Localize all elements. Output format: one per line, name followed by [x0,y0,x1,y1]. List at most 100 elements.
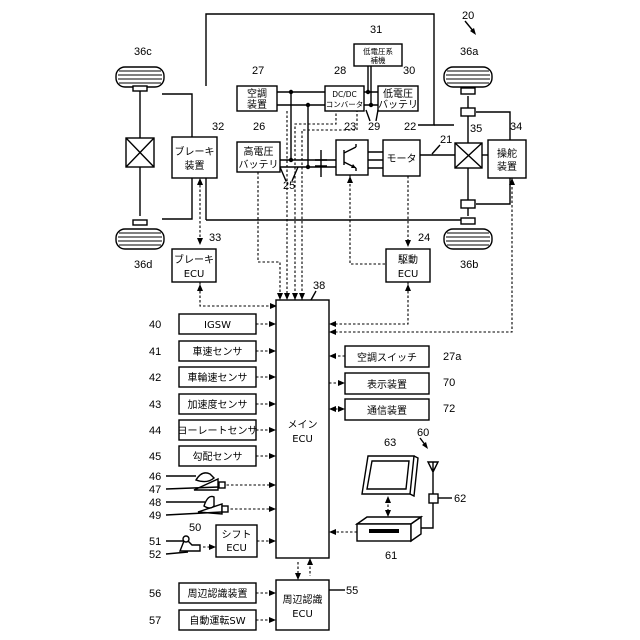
aircon-switch-label: 空調スイッチ [357,351,417,364]
ref-60: 60 [417,427,429,439]
arrowhead [269,374,276,380]
brake-device-label-2: 装置 [185,159,205,172]
drive-ecu-label-1: 駆動 [398,253,418,266]
ref-34: 34 [510,121,522,133]
ref-27a: 27a [443,351,462,363]
ref-46: 46 [149,471,161,483]
ref-30: 30 [403,65,415,77]
brake-ecu-label-2: ECU [184,269,205,280]
arrowhead [329,529,336,535]
arrowhead [269,401,276,407]
dcdc-converter-label-1: DC/DC [332,90,357,99]
ref-31: 31 [370,24,382,36]
wheel-36a [444,67,492,87]
bus-verticals-b [291,142,308,167]
aircon-device-label-1: 空調 [247,87,267,100]
arrowhead [269,506,276,512]
ref-21-leader [432,145,440,154]
gradient-sensor-label: 勾配センサ [193,450,243,463]
junction-dot [366,90,370,94]
antenna-icon [428,462,438,494]
gps-receiver [429,494,438,503]
navi-slot [369,529,399,533]
arrowhead [307,558,313,565]
wire-36d-brake [162,177,192,219]
junction-dot [306,165,310,169]
arrowhead [284,293,290,300]
igsw-label: IGSW [204,320,231,331]
ref-27: 27 [252,65,264,77]
arrowhead [329,406,336,412]
shift-ecu-label-2: ECU [226,543,247,554]
lv-auxiliary-label-1: 低電圧系 [363,46,393,56]
arrowhead [269,348,276,354]
arrowhead [329,353,336,359]
arrowhead [269,427,276,433]
arrowhead [338,380,345,386]
pedal-sensor [222,506,228,512]
arrowhead [338,406,345,412]
arrowhead [197,238,203,245]
signal-drive-ecu-main [330,282,408,324]
ref-42: 42 [149,372,161,384]
ref-28: 28 [334,65,346,77]
ref-44: 44 [149,425,161,437]
ref-63: 63 [384,437,396,449]
gps-wire [421,503,433,528]
ref-49: 49 [149,510,161,522]
ref-29: 29 [368,121,380,133]
ref-72: 72 [443,403,455,415]
ref-22: 22 [404,121,416,133]
signal-brake-ecu-main [200,282,276,306]
shift-knob [183,536,189,542]
ref-24: 24 [418,232,430,244]
arrowhead [209,544,216,550]
lv-aux-wires [368,66,371,105]
yaw-rate-sensor-label: ヨーレートセンサ [178,425,258,437]
shift-lever-icon [180,541,200,551]
acceleration-sensor-label: 加速度センサ [188,398,248,411]
ref-21: 21 [440,134,452,146]
signal-hv-battery [258,172,280,298]
ref-23: 23 [344,121,356,133]
peripheral-recognition-ecu-label-1: 周辺認識 [283,593,323,606]
steering-device-label-1: 操舵 [497,147,517,160]
arrowhead [269,538,276,544]
arrowhead [197,284,203,291]
hv-battery-label-2: バッテリ [239,159,279,171]
lv-battery-label-2: バッテリ [378,99,418,111]
ref-52: 52 [149,549,161,561]
sensor-block [461,200,475,208]
wheel-speed-sensor-label: 車輪速センサ [188,371,248,384]
ref-35: 35 [470,123,482,135]
auto-drive-sw-label: 自動運転SW [189,614,245,627]
ref-70: 70 [443,377,455,389]
drive-ecu-label-2: ECU [398,269,419,280]
signal-dcdc [295,111,336,300]
ref-45: 45 [149,451,161,463]
ref-29-leader [366,110,378,121]
arrowhead [269,590,276,596]
motor-label: モータ [387,153,417,165]
lv-battery-label-1: 低電圧 [383,87,413,100]
hv-battery-label-1: 高電圧 [244,145,274,158]
steering-lower-link [476,178,510,204]
ref-47: 47 [149,484,161,496]
arrowhead [197,178,203,185]
junction-dot [289,90,293,94]
arrowhead [292,293,298,300]
ref-41: 41 [149,346,161,358]
brake-pedal-icon [204,496,214,508]
ref-26: 26 [253,121,265,133]
bus-verticals-a [291,92,308,142]
arrowhead [299,293,305,300]
ref-36d: 36d [134,259,152,271]
arrowhead [269,617,276,623]
junction-dot [306,103,310,107]
vehicle-speed-sensor-label: 車速センサ [193,345,243,358]
arrowhead [295,573,301,580]
ref-50: 50 [189,522,201,534]
hub [133,220,147,225]
ref-36b: 36b [460,259,478,271]
